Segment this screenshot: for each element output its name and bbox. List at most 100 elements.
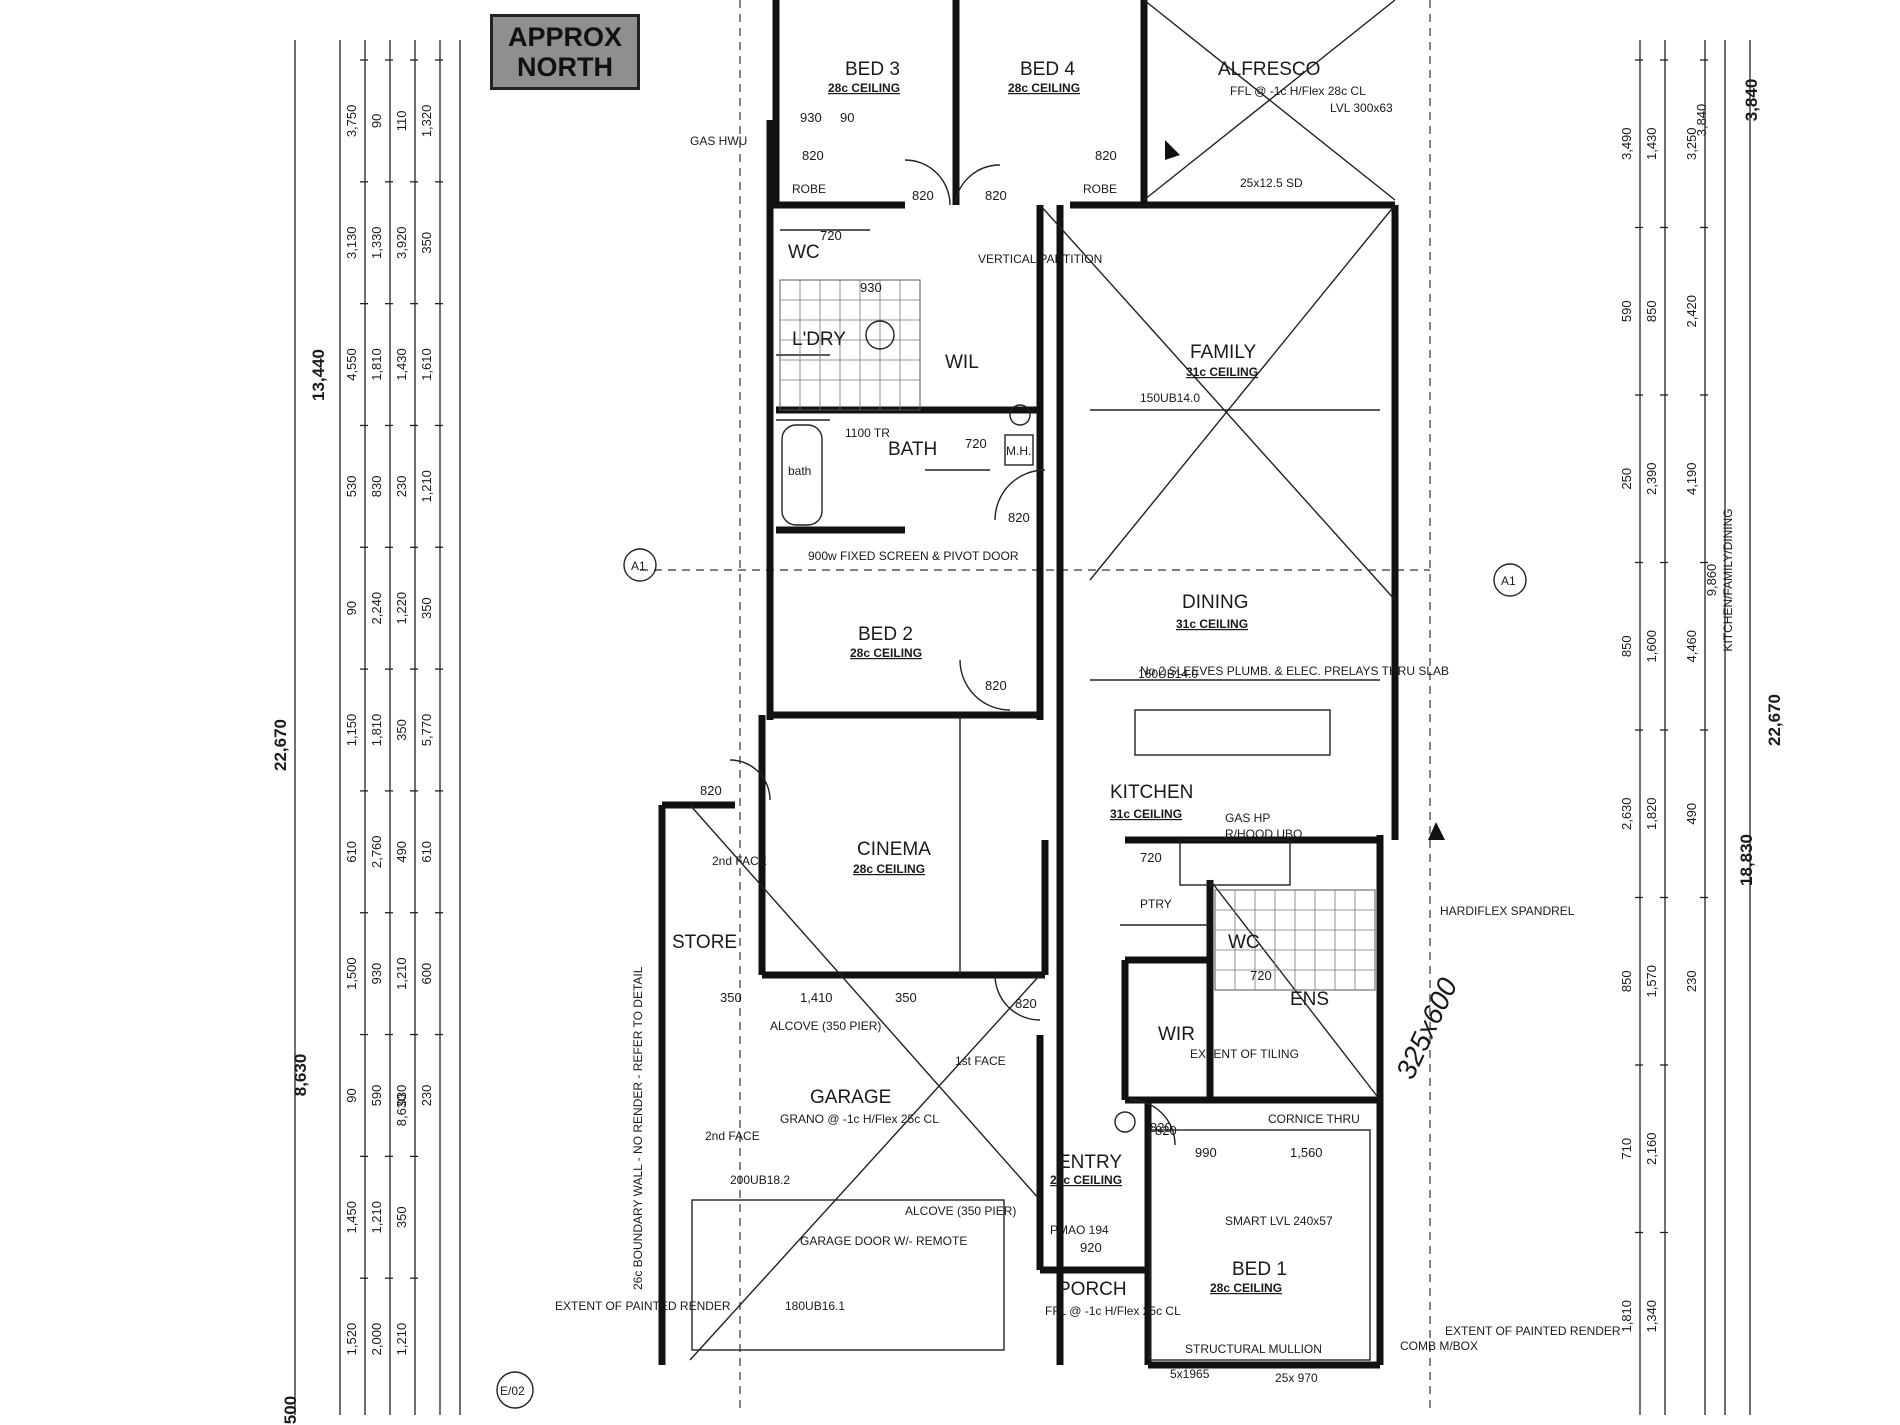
room-name-bed3: BED 3 bbox=[845, 59, 900, 80]
dimension-value: 1,810 bbox=[1619, 1300, 1634, 1333]
left-lower-dim: 8,630 bbox=[291, 1054, 310, 1097]
right-mid-dim: 18,830 bbox=[1737, 834, 1756, 886]
left-overall-dim: 22,670 bbox=[271, 719, 290, 771]
room-ceiling-bed1: 28c CEILING bbox=[1210, 1281, 1282, 1295]
dimension-value: 1,150 bbox=[344, 714, 359, 747]
dimension-value: 2,630 bbox=[1619, 797, 1634, 830]
dimension-value: 1,570 bbox=[1644, 965, 1659, 998]
note-gas-hwu: GAS HWU bbox=[690, 134, 747, 148]
dimension-value: 1,610 bbox=[419, 348, 434, 381]
room-name-family: FAMILY bbox=[1190, 342, 1256, 363]
note-beam-4: 180UB16.1 bbox=[785, 1299, 845, 1313]
dimension-value: 1,220 bbox=[394, 592, 409, 625]
dimension-value: 4,460 bbox=[1684, 630, 1699, 663]
dimension-value: 1,210 bbox=[394, 957, 409, 990]
room-ceiling-alfresco: FFL @ -1c H/Flex 28c CL bbox=[1230, 84, 1366, 98]
note-lvl: LVL 300x63 bbox=[1330, 101, 1393, 115]
note-alfresco-sd: 25x12.5 SD bbox=[1240, 176, 1303, 190]
room-name-bed4: BED 4 bbox=[1020, 59, 1075, 80]
left-dimension-strings bbox=[294, 40, 461, 1415]
svg-text:A1: A1 bbox=[1501, 574, 1516, 588]
note-beam-2: 160UB14.0 bbox=[1138, 667, 1198, 681]
plan-dimension-numbers: 930 90 820 820 820 720 930 1100 TR 720 8… bbox=[700, 110, 1323, 1385]
downpipe-marker-top bbox=[1165, 140, 1180, 160]
door-swings bbox=[729, 159, 1176, 1146]
north-label-line1: APPROX bbox=[507, 22, 623, 52]
north-label-box: APPROX NORTH bbox=[490, 14, 640, 90]
svg-text:720: 720 bbox=[1250, 968, 1272, 983]
svg-text:820: 820 bbox=[700, 783, 722, 798]
note-gas-hp: GAS HP bbox=[1225, 811, 1270, 825]
room-name-wir: WIR bbox=[1158, 1024, 1195, 1045]
room-name-cinema: CINEMA bbox=[857, 839, 931, 860]
section-marker-left: A1 bbox=[623, 548, 657, 582]
svg-text:820: 820 bbox=[1150, 1120, 1172, 1135]
note-sleeves: No.2 SLEEVES PLUMB. & ELEC. PRELAYS THRU… bbox=[1140, 664, 1449, 678]
note-2nd-face-lower: 2nd FACE bbox=[705, 1129, 760, 1143]
svg-text:25x 970: 25x 970 bbox=[1275, 1371, 1318, 1385]
right-overall-dim: 22,670 bbox=[1765, 694, 1784, 746]
right-upper-dim: 3,840 bbox=[1742, 79, 1761, 122]
svg-text:1,410: 1,410 bbox=[800, 990, 833, 1005]
room-ceiling-entry: 28c CEILING bbox=[1050, 1173, 1122, 1187]
dimension-value: 350 bbox=[419, 232, 434, 254]
svg-text:930: 930 bbox=[800, 110, 822, 125]
north-label-line2: NORTH bbox=[517, 52, 613, 82]
downpipe-marker-right bbox=[1428, 822, 1445, 840]
room-ceiling-dining: 31c CEILING bbox=[1176, 617, 1248, 631]
dimension-value: 1,340 bbox=[1644, 1300, 1659, 1333]
note-robe-bed3: ROBE bbox=[792, 182, 826, 196]
dimension-value: 1,430 bbox=[394, 348, 409, 381]
dimension-value: 1,210 bbox=[394, 1323, 409, 1356]
dimension-value: 2,160 bbox=[1644, 1132, 1659, 1165]
bath-tub bbox=[781, 424, 823, 526]
dimension-value: 850 bbox=[1644, 300, 1659, 322]
dimension-value: 1,600 bbox=[1644, 630, 1659, 663]
note-beam-1: 150UB14.0 bbox=[1140, 391, 1200, 405]
svg-text:920: 920 bbox=[1080, 1240, 1102, 1255]
walls bbox=[658, 0, 1399, 1369]
right-upper-inner-dim: 3,840 bbox=[1694, 104, 1709, 137]
dimension-value: 600 bbox=[419, 963, 434, 985]
note-pmao: PMAO 194 bbox=[1050, 1223, 1109, 1237]
svg-text:990: 990 bbox=[1195, 1145, 1217, 1160]
svg-text:1,560: 1,560 bbox=[1290, 1145, 1323, 1160]
note-2nd-face-upper: 2nd FACE bbox=[712, 854, 767, 868]
dimension-value: 230 bbox=[419, 1085, 434, 1107]
dimension-value: 490 bbox=[1684, 803, 1699, 825]
room-ceiling-bed4: 28c CEILING bbox=[1008, 81, 1080, 95]
room-name-laundry: L'DRY bbox=[792, 329, 846, 350]
dimension-value: 830 bbox=[369, 476, 384, 498]
left-dimension-chain: 3,7503,1304,550530901,1506101,500901,450… bbox=[344, 59, 443, 1356]
svg-text:820: 820 bbox=[1015, 996, 1037, 1011]
room-ceiling-bed3: 28c CEILING bbox=[828, 81, 900, 95]
svg-text:720: 720 bbox=[965, 436, 987, 451]
room-name-garage: GARAGE bbox=[810, 1087, 891, 1108]
dimension-value: 1,450 bbox=[344, 1201, 359, 1234]
left-bottom-dim: 500 bbox=[281, 1396, 300, 1424]
dimension-value: 4,550 bbox=[344, 348, 359, 381]
room-ceiling-porch: FFL @ -1c H/Flex 25c CL bbox=[1045, 1304, 1181, 1318]
dimension-value: 5,770 bbox=[419, 714, 434, 747]
room-name-wc-upper: WC bbox=[788, 242, 820, 263]
dimension-value: 2,000 bbox=[369, 1323, 384, 1356]
room-ceiling-bed2: 28c CEILING bbox=[850, 646, 922, 660]
svg-text:820: 820 bbox=[985, 678, 1007, 693]
room-name-pantry: PTRY bbox=[1140, 897, 1172, 911]
dimension-value: 930 bbox=[394, 1085, 409, 1107]
note-beam-3: 200UB18.2 bbox=[730, 1173, 790, 1187]
dimension-value: 850 bbox=[1619, 635, 1634, 657]
dimension-value: 2,390 bbox=[1644, 462, 1659, 495]
dimension-value: 1,500 bbox=[344, 957, 359, 990]
note-structural-mullion: STRUCTURAL MULLION bbox=[1185, 1342, 1322, 1356]
dimension-value: 250 bbox=[1619, 468, 1634, 490]
bath-tub-label: bath bbox=[788, 464, 811, 478]
svg-text:930: 930 bbox=[860, 280, 882, 295]
dimension-value: 350 bbox=[419, 597, 434, 619]
site-boundary bbox=[640, 0, 1431, 1410]
dimension-value: 350 bbox=[394, 1206, 409, 1228]
note-comb-box: COMB M/BOX bbox=[1400, 1339, 1478, 1353]
room-name-kitchen: KITCHEN bbox=[1110, 782, 1193, 803]
room-name-wc-ensuite: WC bbox=[1228, 932, 1260, 953]
room-ceiling-family: 31c CEILING bbox=[1186, 365, 1258, 379]
